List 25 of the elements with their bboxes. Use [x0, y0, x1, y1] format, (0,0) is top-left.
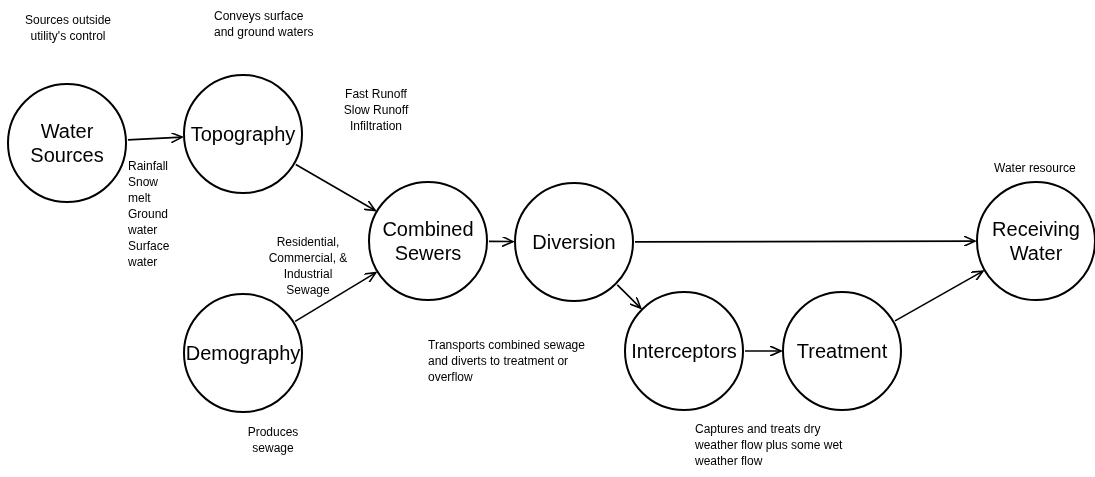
node-note: Produces sewage	[246, 424, 300, 456]
arrow	[894, 270, 984, 322]
node-label: Water Sources	[29, 119, 105, 167]
node-label: Combined Sewers	[381, 217, 475, 265]
node-note: Conveys surface and ground waters	[214, 8, 314, 40]
arrow	[127, 131, 183, 144]
node-note: Sources outside utility's control	[23, 12, 113, 44]
arrow	[744, 345, 782, 357]
node-label: Topography	[189, 122, 297, 146]
description-note: Transports combined sewage and diverts to treatment or overflow	[428, 337, 586, 385]
node-note: Water resource	[994, 160, 1077, 176]
node-label: Receiving Water	[991, 217, 1081, 265]
node-label: Demography	[184, 341, 302, 365]
edge-label: Rainfall Snow melt Ground water Surface water	[128, 158, 171, 270]
arrow	[634, 235, 976, 247]
node-label: Treatment	[795, 339, 889, 363]
node-label: Interceptors	[630, 339, 738, 363]
arrow	[616, 284, 642, 309]
arrow	[294, 271, 377, 323]
arrow	[488, 235, 514, 248]
description-note: Captures and treats dry weather flow plus some wet weather flow	[695, 421, 844, 469]
arrow	[295, 163, 376, 212]
edge-label: Residential, Commercial, & Industrial Sewage	[267, 234, 349, 298]
node-label: Diversion	[531, 230, 617, 254]
edge-label: Fast Runoff Slow Runoff Infiltration	[342, 86, 410, 134]
